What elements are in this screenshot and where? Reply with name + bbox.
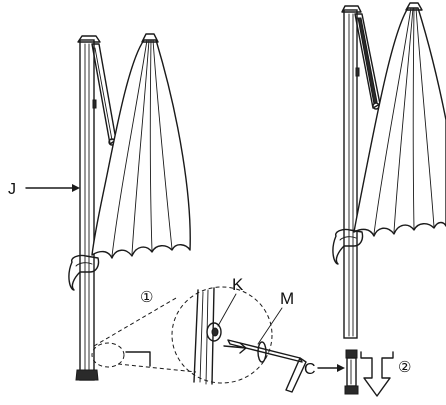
detail-zoom <box>171 286 307 393</box>
label-c: C <box>304 361 316 378</box>
right-pole-cap <box>341 5 362 13</box>
label-c-group: C <box>304 361 345 378</box>
label-m: M <box>280 289 294 308</box>
step-1-label: ① <box>140 289 153 306</box>
label-j-group: J <box>8 181 80 198</box>
right-base-foot <box>344 385 359 395</box>
down-arrow-icon <box>360 351 394 397</box>
label-j: J <box>8 181 16 198</box>
right-pole <box>343 9 358 339</box>
left-arm <box>91 43 117 145</box>
arrow-c-icon <box>337 364 345 372</box>
arrow-j-icon <box>72 184 80 192</box>
right-umbrella <box>332 2 446 395</box>
tool-m <box>227 339 303 363</box>
left-umbrella <box>68 33 197 381</box>
right-base-collar <box>345 349 358 359</box>
left-crank-housing <box>68 254 100 291</box>
left-allen-key <box>125 351 151 367</box>
right-crank-housing <box>332 228 364 265</box>
detail-circle <box>171 286 273 384</box>
right-base-stub <box>346 357 357 387</box>
pull-arrow-icon <box>223 342 247 354</box>
knob-k <box>206 322 222 342</box>
left-detail-marker <box>91 342 125 368</box>
left-canopy <box>91 39 191 259</box>
left-pole-cap <box>77 35 101 43</box>
label-k: K <box>232 275 244 294</box>
left-pole-foot <box>75 369 99 381</box>
step-2-label: ② <box>398 359 411 376</box>
left-pole <box>79 39 95 381</box>
